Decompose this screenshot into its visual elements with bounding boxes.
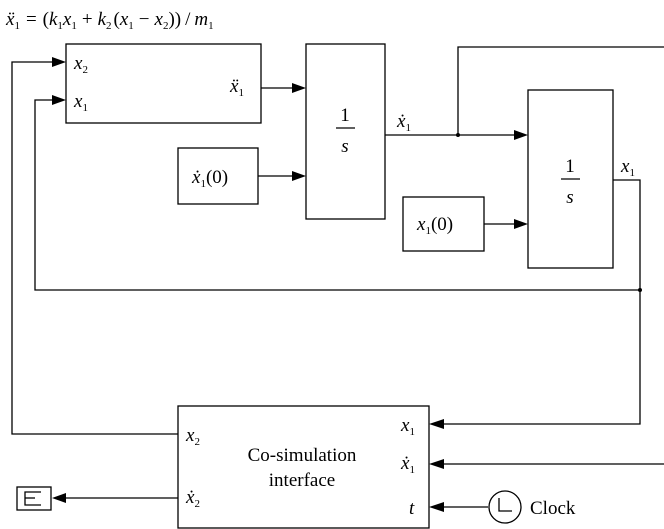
- accel-block-frame[interactable]: [65, 43, 262, 124]
- integrator-2-denominator: s: [566, 187, 573, 208]
- wire-velocity-branch: [457, 46, 664, 135]
- eq-slash: /: [185, 9, 191, 30]
- clock-hands: [498, 498, 512, 512]
- eq-x1a: x: [62, 9, 72, 30]
- cosim-in-t-label: t: [409, 498, 415, 519]
- arrow-into-int1-bottom: [292, 171, 306, 181]
- cosim-out-xd2-label: ẋ2: [185, 487, 200, 510]
- arrowheads: [52, 57, 528, 512]
- integrator-2-out-label: x1: [620, 156, 635, 179]
- cosim-title-line1: Co-simulation: [248, 445, 357, 466]
- eq-close: )): [168, 9, 181, 30]
- cosim-in-x1-label: x1: [400, 415, 415, 438]
- cosim-out-x2-label: x2: [185, 425, 200, 448]
- integrator-2[interactable]: 1 s x1: [527, 89, 635, 269]
- eq-plus: +: [82, 9, 93, 30]
- junction-position: [638, 288, 642, 292]
- eq-k1-sub: 1: [57, 20, 63, 32]
- arrow-into-accel-x1: [52, 95, 66, 105]
- integrator-1[interactable]: 1 s ẋ1: [305, 43, 411, 220]
- integrator-1-denominator: s: [341, 136, 348, 157]
- integrator-1-frame[interactable]: [305, 43, 386, 220]
- cosim-title-line2: interface: [269, 470, 335, 491]
- init-position-label: x1(0): [416, 214, 453, 237]
- eq-open2: (: [114, 9, 120, 30]
- init-velocity-block[interactable]: ẋ1(0): [177, 147, 259, 205]
- eq-equals: =: [26, 9, 37, 30]
- arrow-into-accel-x2: [52, 57, 66, 67]
- eq-k1: k: [49, 9, 58, 30]
- eq-k2: k: [98, 9, 107, 30]
- accel-out-label: ẍ1: [229, 76, 244, 99]
- arrow-into-cosim-t: [429, 502, 444, 512]
- eq-x2: x: [154, 9, 164, 30]
- init-position-frame[interactable]: [402, 196, 485, 252]
- wire-position-feedback: [34, 99, 640, 291]
- eq-lhs-sub: 1: [14, 20, 20, 32]
- init-velocity-frame[interactable]: [177, 147, 259, 205]
- arrow-into-cosim-x1: [429, 419, 444, 429]
- cosim-interface-frame[interactable]: [177, 405, 430, 529]
- init-position-block[interactable]: x1(0): [402, 196, 485, 252]
- eq-x2-sub: 2: [163, 20, 169, 32]
- arrow-into-int2-top: [514, 130, 528, 140]
- svg-text:ẍ1=(k1x1+k2(x1−x2))/m1: ẍ1=(k1x1+k2(x1−x2))/m1: [5, 9, 214, 32]
- cosim-in-xd1-label: ẋ1: [400, 453, 415, 476]
- eq-minus: −: [139, 9, 150, 30]
- integrator-1-numerator: 1: [340, 105, 350, 126]
- eq-open: (: [43, 9, 49, 30]
- init-velocity-label: ẋ1(0): [191, 167, 228, 190]
- junction-velocity: [456, 133, 460, 137]
- eq-m: m: [194, 9, 208, 30]
- arrow-into-int2-bottom: [514, 219, 528, 229]
- eq-x1b: x: [119, 9, 129, 30]
- eq-x1a-sub: 1: [71, 20, 77, 32]
- clock-icon[interactable]: [488, 490, 522, 524]
- eq-lhs: ẍ: [5, 9, 15, 30]
- arrow-into-cosim-xd1: [429, 459, 444, 469]
- integrator-2-numerator: 1: [565, 156, 575, 177]
- wire-x2-feedback: [11, 61, 178, 435]
- wire-position-to-cosim: [444, 179, 641, 425]
- accel-block[interactable]: x2 x1 ẍ1: [65, 43, 262, 124]
- accel-in-x1-label: x1: [73, 91, 88, 114]
- eq-m-sub: 1: [208, 20, 214, 32]
- eq-k2-sub: 2: [106, 20, 112, 32]
- arrow-into-scope: [52, 493, 66, 503]
- scope-block[interactable]: [16, 486, 52, 511]
- clock-block[interactable]: Clock: [488, 490, 576, 524]
- accel-in-x2-label: x2: [73, 53, 88, 76]
- equation-title: ẍ1=(k1x1+k2(x1−x2))/m1: [5, 9, 214, 32]
- clock-label: Clock: [530, 498, 576, 519]
- cosim-interface-block[interactable]: x2 ẋ2 Co-simulation interface x1 ẋ1 t: [177, 405, 430, 529]
- signal-wires: [11, 46, 664, 508]
- arrow-into-int1-top: [292, 83, 306, 93]
- integrator-1-out-label: ẋ1: [396, 111, 411, 134]
- eq-x1b-sub: 1: [128, 20, 134, 32]
